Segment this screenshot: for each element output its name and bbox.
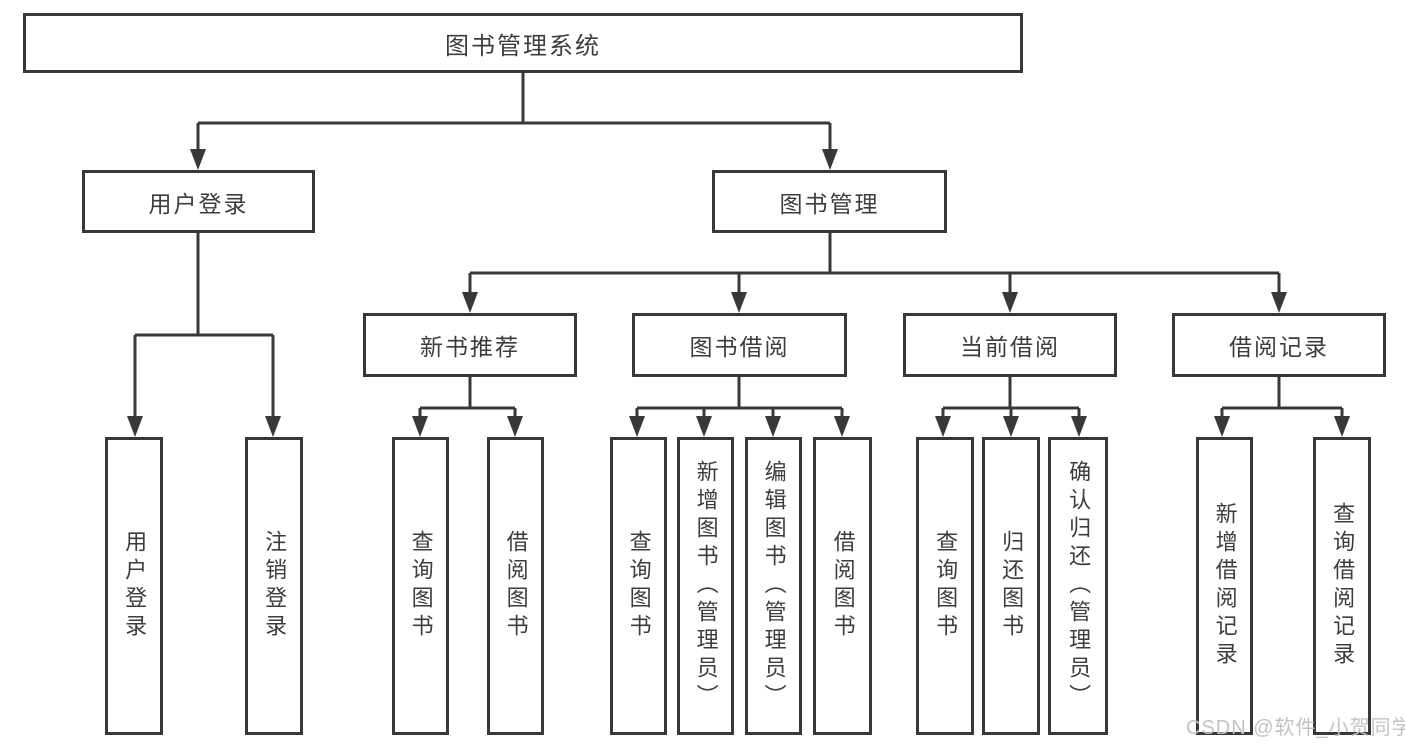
leaf-cb-query-books: 查询图书 bbox=[916, 437, 974, 735]
leaf-cb-confirm-return-admin-label: 确认归还（管理员） bbox=[1066, 460, 1092, 712]
connector-borrowing-records-to-leaves bbox=[1214, 377, 1350, 437]
leaf-cb-return-books: 归还图书 bbox=[982, 437, 1040, 735]
leaf-br-query-record: 查询借阅记录 bbox=[1313, 437, 1371, 735]
leaf-br-add-record: 新增借阅记录 bbox=[1196, 437, 1253, 735]
leaf-br-query-record-label: 查询借阅记录 bbox=[1330, 502, 1356, 670]
leaf-nbr-query-books: 查询图书 bbox=[392, 437, 449, 735]
node-book-management-branch: 图书管理 bbox=[712, 170, 947, 233]
leaf-bb-edit-books-admin: 编辑图书（管理员） bbox=[745, 437, 802, 735]
node-current-borrowing: 当前借阅 bbox=[903, 313, 1117, 377]
connector-user-login-to-leaves bbox=[127, 233, 281, 437]
leaf-cb-query-books-label: 查询图书 bbox=[933, 530, 959, 642]
node-new-book-recommend-label: 新书推荐 bbox=[420, 334, 520, 360]
connector-new-book-recommend-to-leaves bbox=[412, 377, 523, 437]
connector-root-to-level2 bbox=[190, 72, 838, 170]
connector-current-borrowing-to-leaves bbox=[935, 377, 1087, 437]
leaf-cb-return-books-label: 归还图书 bbox=[999, 530, 1025, 642]
leaf-nbr-borrow-books: 借阅图书 bbox=[487, 437, 544, 735]
connector-book-management-to-level3 bbox=[462, 233, 1287, 313]
node-borrowing-records: 借阅记录 bbox=[1172, 313, 1386, 377]
leaf-user-login: 用户登录 bbox=[105, 437, 163, 735]
node-root: 图书管理系统 bbox=[23, 13, 1023, 73]
csdn-watermark: CSDN @软件_小贺同学 bbox=[1186, 717, 1405, 739]
leaf-logout: 注销登录 bbox=[245, 437, 303, 735]
leaf-bb-query-books: 查询图书 bbox=[610, 437, 667, 735]
connector-book-borrowing-to-leaves bbox=[629, 377, 850, 437]
leaf-nbr-query-books-label: 查询图书 bbox=[408, 530, 434, 642]
leaf-logout-label: 注销登录 bbox=[262, 530, 288, 642]
node-book-borrowing: 图书借阅 bbox=[632, 313, 847, 377]
node-book-borrowing-label: 图书借阅 bbox=[689, 334, 790, 360]
leaf-cb-confirm-return-admin: 确认归还（管理员） bbox=[1048, 437, 1108, 735]
node-user-login-branch-label: 用户登录 bbox=[148, 190, 249, 217]
leaf-bb-borrow-books-label: 借阅图书 bbox=[830, 530, 856, 642]
leaf-user-login-label: 用户登录 bbox=[122, 530, 148, 642]
leaf-bb-edit-books-admin-label: 编辑图书（管理员） bbox=[761, 460, 787, 712]
node-root-label: 图书管理系统 bbox=[445, 32, 601, 60]
node-borrowing-records-label: 借阅记录 bbox=[1229, 334, 1329, 360]
node-current-borrowing-label: 当前借阅 bbox=[960, 334, 1060, 360]
leaf-bb-add-books-admin-label: 新增图书（管理员） bbox=[693, 460, 719, 712]
node-book-management-branch-label: 图书管理 bbox=[779, 190, 880, 217]
leaf-nbr-borrow-books-label: 借阅图书 bbox=[503, 530, 529, 642]
leaf-bb-borrow-books: 借阅图书 bbox=[813, 437, 872, 735]
leaf-bb-add-books-admin: 新增图书（管理员） bbox=[677, 437, 734, 735]
leaf-bb-query-books-label: 查询图书 bbox=[626, 530, 652, 642]
node-user-login-branch: 用户登录 bbox=[82, 170, 315, 233]
leaf-br-add-record-label: 新增借阅记录 bbox=[1212, 502, 1238, 670]
node-new-book-recommend: 新书推荐 bbox=[363, 313, 577, 377]
